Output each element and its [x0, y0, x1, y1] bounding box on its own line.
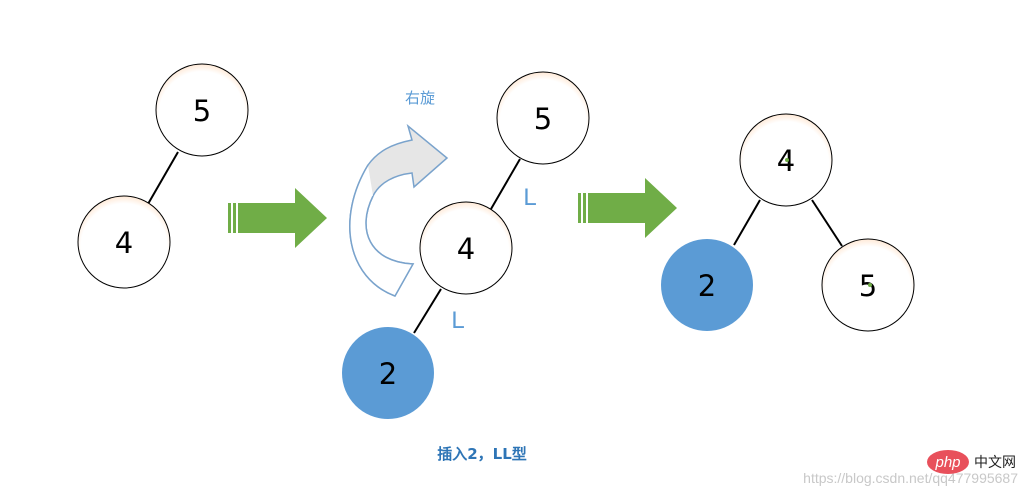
watermark-site-name: 中文网: [974, 455, 1016, 471]
node-2-label: 2: [379, 357, 397, 391]
node-5-label: 5: [534, 102, 552, 136]
node-4-label: 4: [457, 232, 475, 266]
watermark: https://blog.csdn.net/qq477995687 php 中文…: [803, 450, 1018, 486]
node-5-label: 5: [193, 94, 211, 128]
green-arrow-icon: [228, 188, 327, 248]
php-logo-text: php: [934, 454, 960, 471]
php-logo: php: [927, 450, 969, 474]
node-4: 4: [77, 195, 171, 289]
edge-4-2: [733, 199, 761, 246]
rotation-label: 右旋: [405, 89, 435, 107]
edge-4-2: [413, 288, 442, 334]
node-5: 5: [155, 63, 249, 157]
edge-label-lower: L: [451, 307, 464, 334]
node-2-label: 2: [698, 269, 716, 303]
stage-before: 5 4: [77, 63, 249, 289]
edge-4-5: [811, 199, 843, 247]
node-5: 5: [496, 71, 590, 165]
node-2-inserted: 2: [342, 327, 434, 419]
node-2: 2: [661, 239, 753, 331]
watermark-url: https://blog.csdn.net/qq477995687: [803, 470, 1018, 486]
stage-after: 4 2 5: [661, 113, 915, 332]
edge-label-upper: L: [523, 184, 536, 211]
green-arrow-icon: [578, 178, 677, 238]
node-4-label: 4: [115, 226, 133, 260]
edge-5-4: [490, 158, 521, 210]
rotate-right-arrow-icon: [349, 123, 449, 297]
node-4: 4: [739, 113, 833, 207]
node-5-label: 5: [859, 269, 877, 303]
edge-5-4: [147, 151, 179, 205]
stage-rotating: 右旋 5 4 2 L L 插入2，LL型: [342, 71, 590, 463]
node-5: 5: [821, 238, 915, 332]
caption: 插入2，LL型: [437, 445, 527, 463]
node-4: 4: [419, 201, 513, 295]
